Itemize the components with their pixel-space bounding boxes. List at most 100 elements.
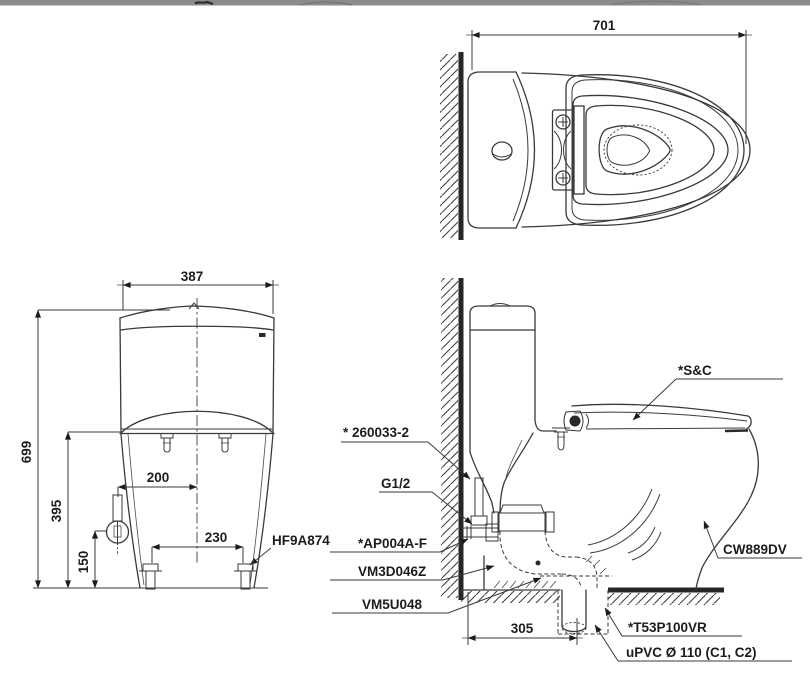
label-floor-bolt: HF9A874 — [249, 533, 330, 566]
hinge-bolt — [557, 432, 565, 451]
leader-260033 — [427, 441, 471, 480]
seat-and-cover-side — [571, 403, 752, 433]
label-text-t53p100vr: *T53P100VR — [628, 620, 707, 635]
leader-vm5u048 — [447, 577, 542, 614]
bowl-inner-curves — [587, 488, 661, 554]
bowl-side-outline — [493, 428, 759, 590]
brand-logo-mark — [259, 333, 266, 337]
seat-bolt-nubs — [160, 433, 232, 453]
front-view: 387 699 395 150 200 — [19, 269, 330, 590]
drain-socket-box — [557, 590, 609, 635]
label-outlet-connector: VM5U048 — [332, 577, 542, 614]
dim-text-230: 230 — [205, 530, 228, 545]
cropped-arc-artifact — [299, 1, 353, 6]
label-drain-pipe: uPVC Ø 110 (C1, C2) — [594, 624, 792, 662]
top-view: 701 — [440, 18, 752, 240]
flush-passage — [469, 432, 534, 590]
leader-sc — [632, 378, 677, 421]
drain-socket-and-pipe — [557, 589, 609, 635]
leader-hf9a874 — [249, 547, 272, 566]
label-text-vm5u048: VM5U048 — [362, 597, 423, 612]
lid-dashed-oval — [603, 124, 673, 176]
floor-bolt-caps — [139, 563, 257, 590]
hinge-pivot — [569, 415, 581, 427]
tank-lid-knob — [489, 303, 511, 307]
dim-text-699: 699 — [19, 441, 34, 464]
lid-peak — [188, 302, 200, 310]
label-trap-seal: VM3D046Z — [330, 564, 495, 581]
label-text-cw889dv: CW889DV — [723, 542, 787, 557]
dimension-395: 395 — [49, 431, 123, 589]
dimension-200: 200 — [117, 470, 198, 497]
seat-hinge-side — [552, 410, 589, 451]
label-supply-thread: G1/2 — [379, 476, 473, 525]
dim-text-305: 305 — [511, 621, 534, 636]
lid-dimple-inner — [606, 134, 650, 166]
label-seat-and-cover: *S&C — [632, 363, 783, 421]
dim-text-395: 395 — [49, 499, 64, 522]
dimension-150: 150 — [76, 530, 107, 589]
dim-text-200: 200 — [147, 470, 170, 485]
trap-assembly — [491, 504, 612, 589]
dim-text-150: 150 — [76, 551, 91, 574]
label-text-upvc: uPVC Ø 110 (C1, C2) — [626, 645, 757, 660]
tank-front-arc — [515, 71, 536, 229]
bowl-left-side — [120, 433, 141, 589]
tank-top-view — [467, 71, 536, 229]
top-crop-bar — [0, 0, 810, 6]
supply-valve-front — [105, 494, 130, 556]
tank-skirt-arc — [120, 410, 274, 434]
dimension-305: 305 — [462, 592, 583, 645]
toilet-front-outline — [119, 302, 275, 589]
side-wall-hatching — [441, 278, 458, 598]
leader-t53p100vr — [604, 607, 623, 637]
tank-side-view — [469, 303, 557, 453]
tank-lid-top — [119, 305, 275, 319]
hinge-bar — [573, 105, 585, 195]
label-bowl-model: CW889DV — [703, 520, 802, 559]
gray-bar — [0, 0, 810, 6]
dimension-701: 701 — [466, 18, 752, 144]
hex-nut — [470, 515, 488, 526]
label-text-g12: G1/2 — [381, 476, 410, 491]
seat-cover-top-view — [565, 74, 745, 226]
bowl-right-side — [253, 433, 274, 589]
dimension-699: 699 — [19, 309, 170, 589]
label-angle-valve: *AP004A-F — [330, 536, 469, 553]
floor-hatch-right — [608, 593, 720, 605]
side-view: 305 *S&C * 260033-2 G1/2 *AP004A-F VM3D0… — [330, 278, 802, 662]
cropped-text-artifact — [194, 0, 214, 6]
seat-bumper — [724, 429, 749, 433]
wall-fixing-bolt — [474, 477, 484, 517]
label-text-ap004af: *AP004A-F — [358, 536, 427, 551]
label-text-260033: * 260033-2 — [343, 425, 409, 440]
dim-text-701: 701 — [593, 18, 616, 33]
label-drain-socket: *T53P100VR — [604, 607, 742, 637]
leader-vm3d046z — [442, 565, 495, 581]
bowl-front-contour — [695, 428, 759, 590]
hinge-screw-bottom — [555, 170, 571, 186]
leader-upvc — [594, 624, 619, 662]
flush-button — [491, 141, 513, 161]
inlet-spud — [497, 512, 547, 532]
seat-hinge-top-view — [551, 105, 585, 195]
label-text-sc: *S&C — [678, 363, 712, 378]
dimension-387: 387 — [117, 269, 279, 314]
label-text-vm3d046z: VM3D046Z — [358, 564, 426, 579]
drain-pipe-body — [561, 589, 587, 633]
bowl-outline-top — [521, 72, 751, 228]
label-wall-fitting: * 260033-2 — [341, 425, 471, 480]
wall-hatching — [440, 54, 458, 238]
leader-g12 — [431, 491, 473, 525]
label-text-hf9a874: HF9A874 — [272, 533, 330, 548]
valve-threaded-stem — [112, 494, 123, 522]
cropped-arc-artifact-2 — [611, 0, 701, 5]
leader-cw889dv — [703, 520, 719, 559]
dimension-230: 230 — [151, 530, 244, 563]
dim-text-387: 387 — [181, 269, 204, 284]
tank-lid-bottom-line — [120, 325, 274, 331]
hinge-screw-top — [555, 114, 571, 130]
leader-ap004af — [439, 538, 469, 553]
